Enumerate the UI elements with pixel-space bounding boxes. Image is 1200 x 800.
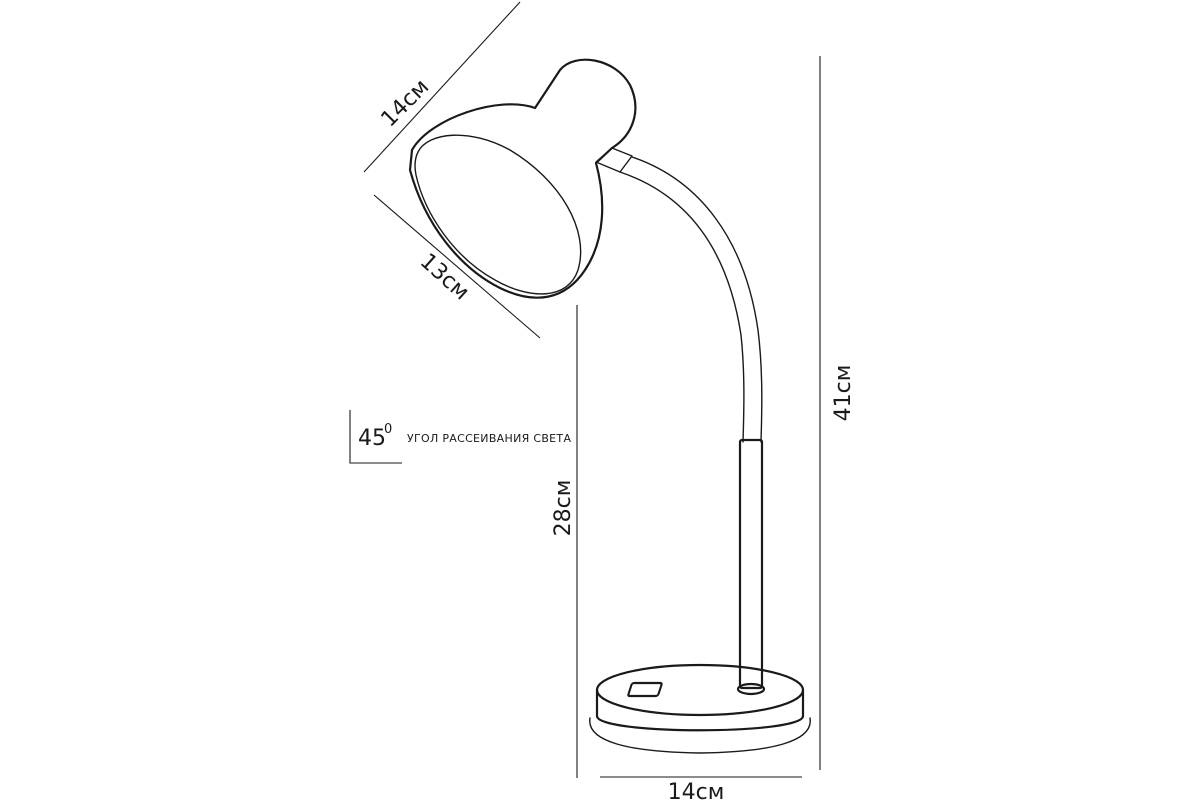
dim-line-shade-length bbox=[363, 1, 521, 173]
lamp-illustration bbox=[408, 58, 811, 754]
dim-line-shade-diameter bbox=[373, 194, 541, 339]
gooseneck-inner bbox=[619, 171, 745, 443]
label-stem-height: 28см bbox=[551, 480, 576, 537]
label-shade-length: 14см bbox=[377, 75, 435, 133]
power-switch bbox=[627, 681, 663, 698]
lamp-base-plate bbox=[589, 717, 811, 754]
label-total-height: 41см bbox=[831, 365, 856, 422]
angle-bracket bbox=[349, 410, 402, 464]
label-angle-value: 45 bbox=[358, 426, 386, 451]
dimension-lines bbox=[349, 1, 821, 778]
label-angle-degree: 0 bbox=[384, 422, 392, 437]
gooseneck-outer bbox=[631, 156, 763, 443]
dimension-labels: 14см 13см 41см 28см 14см 45 0 УГОЛ РАССЕ… bbox=[358, 75, 856, 800]
lamp-stem bbox=[738, 438, 764, 690]
lamp-shade-rim bbox=[414, 134, 582, 295]
lamp-shade bbox=[408, 58, 637, 299]
label-base-diameter: 14см bbox=[668, 780, 725, 800]
shade-neck-connector bbox=[595, 147, 633, 173]
lamp-base-side bbox=[595, 688, 805, 732]
stem-collar bbox=[736, 682, 766, 696]
lamp-base-top bbox=[595, 663, 805, 717]
label-angle-caption: УГОЛ РАССЕИВАНИЯ СВЕТА bbox=[407, 432, 571, 445]
